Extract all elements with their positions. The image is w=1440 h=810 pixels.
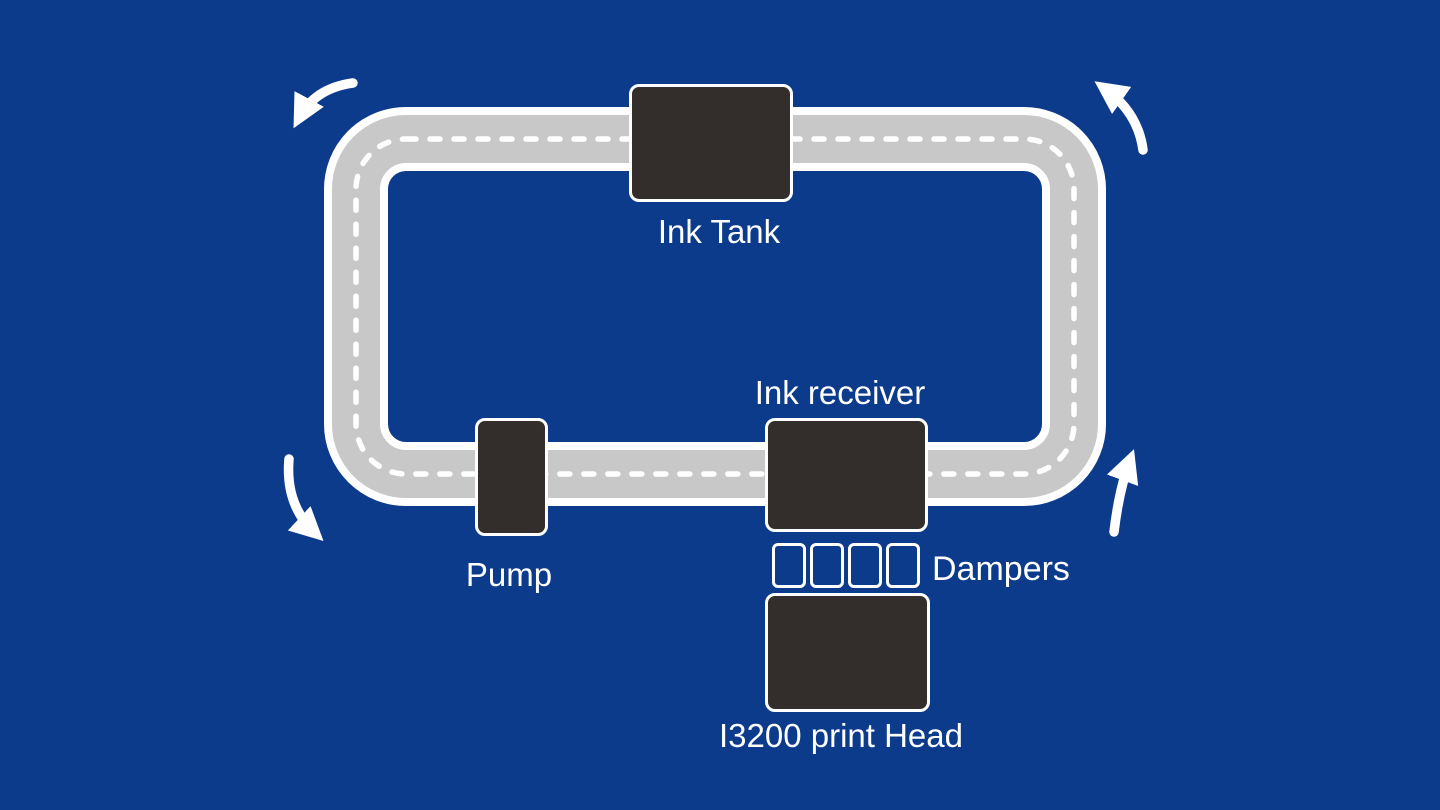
flow-direction-arrows	[283, 78, 1148, 541]
flow-arrow-bottom-left-icon	[283, 454, 324, 541]
flow-arrow-top-right-icon	[1094, 81, 1148, 155]
ink-tank-label: Ink Tank	[657, 213, 781, 250]
pump-box	[475, 418, 548, 536]
ink-tank-box	[629, 84, 793, 202]
damper-cell	[810, 543, 844, 588]
dampers-label: Dampers	[932, 550, 1070, 588]
damper-cell	[772, 543, 806, 588]
damper-cell	[848, 543, 882, 588]
pipe-centerline-dashes	[353, 136, 1077, 477]
ink-receiver-box	[765, 418, 928, 532]
pump-label: Pump	[465, 556, 553, 593]
print-head-label: I3200 print Head	[718, 717, 964, 754]
print-head-box	[765, 593, 930, 712]
ink-receiver-label: Ink receiver	[754, 374, 926, 411]
flow-arrow-top-left-icon	[293, 78, 358, 129]
flow-arrow-bottom-right-icon	[1106, 449, 1139, 537]
dampers-row	[772, 543, 920, 588]
damper-cell	[886, 543, 920, 588]
